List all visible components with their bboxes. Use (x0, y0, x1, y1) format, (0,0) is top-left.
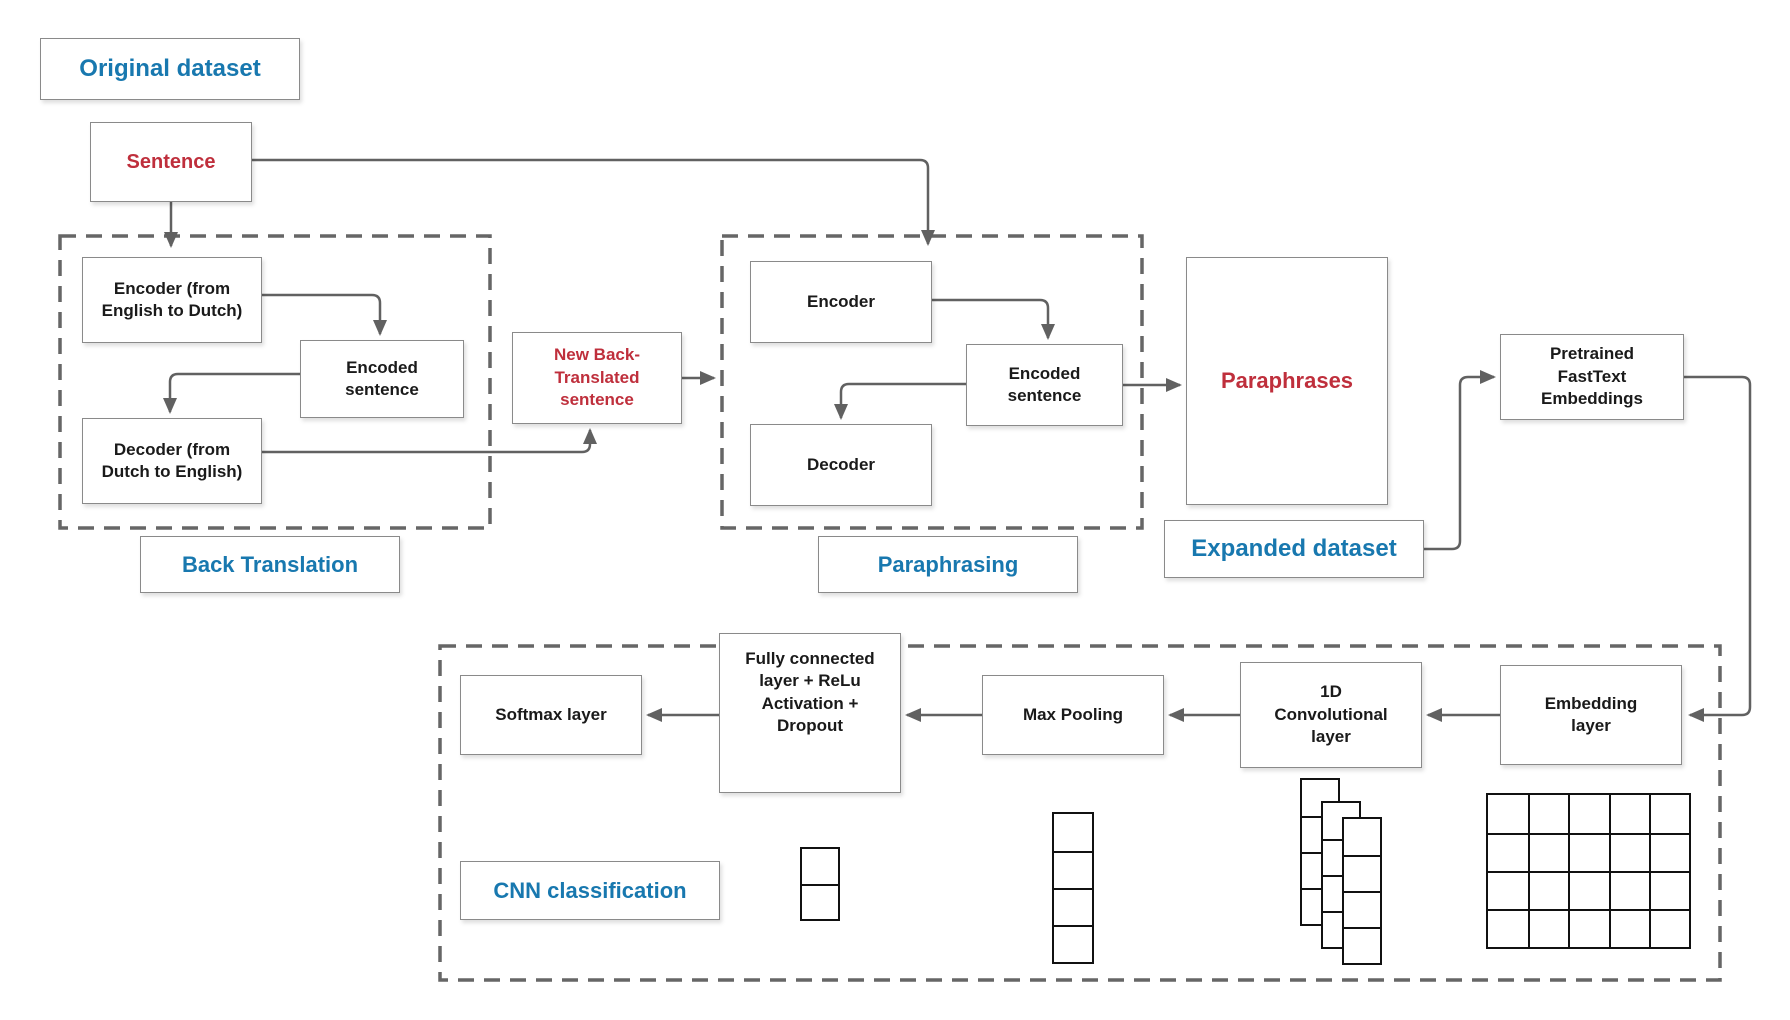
arrow-fasttext-to-embedding (1684, 375, 1752, 722)
pretrained-fasttext-node: Pretrained FastText Embeddings (1500, 334, 1684, 420)
conv1d-layer-node: 1D Convolutional layer (1240, 662, 1422, 768)
bt-decoder-node: Decoder (from Dutch to English) (82, 418, 262, 504)
expanded-dataset-label: Expanded dataset (1164, 520, 1424, 578)
p-encoder-node: Encoder (750, 261, 932, 343)
conv-featuremap-glyph-3 (1342, 817, 1382, 965)
arrow-bt-decoder-to-new-sentence (262, 428, 597, 454)
arrow-bt-encoded-to-decoder (163, 372, 300, 414)
bt-encoded-sentence-node: Encoded sentence (300, 340, 464, 418)
cnn-group-border (438, 644, 1722, 982)
bt-encoder-node: Encoder (from English to Dutch) (82, 257, 262, 343)
arrow-bt-encoder-to-encoded (262, 293, 387, 336)
arrow-p-encoded-to-decoder (834, 382, 966, 420)
arrow-expanded-to-fasttext (1424, 370, 1496, 551)
back-translation-group-border (58, 234, 492, 530)
p-decoder-node: Decoder (750, 424, 932, 506)
paraphrases-node: Paraphrases (1186, 257, 1388, 505)
sentence-node: Sentence (90, 122, 252, 202)
embedding-matrix-glyph (1486, 793, 1691, 949)
embedding-layer-node: Embedding layer (1500, 665, 1682, 765)
max-pooling-node: Max Pooling (982, 675, 1164, 755)
new-back-translated-node: New Back-Translated sentence (512, 332, 682, 424)
fully-connected-node: Fully connected layer + ReLu Activation … (719, 633, 901, 793)
original-dataset-label: Original dataset (40, 38, 300, 100)
arrow-p-encoder-to-encoded (932, 298, 1055, 340)
softmax-output-vector-glyph (800, 847, 840, 921)
arrow-sentence-to-paraphrasing (252, 158, 935, 246)
back-translation-label: Back Translation (140, 536, 400, 593)
cnn-classification-label: CNN classification (460, 861, 720, 920)
softmax-layer-node: Softmax layer (460, 675, 642, 755)
p-encoded-sentence-node: Encoded sentence (966, 344, 1123, 426)
maxpool-vector-glyph (1052, 812, 1094, 964)
paraphrasing-label: Paraphrasing (818, 536, 1078, 593)
